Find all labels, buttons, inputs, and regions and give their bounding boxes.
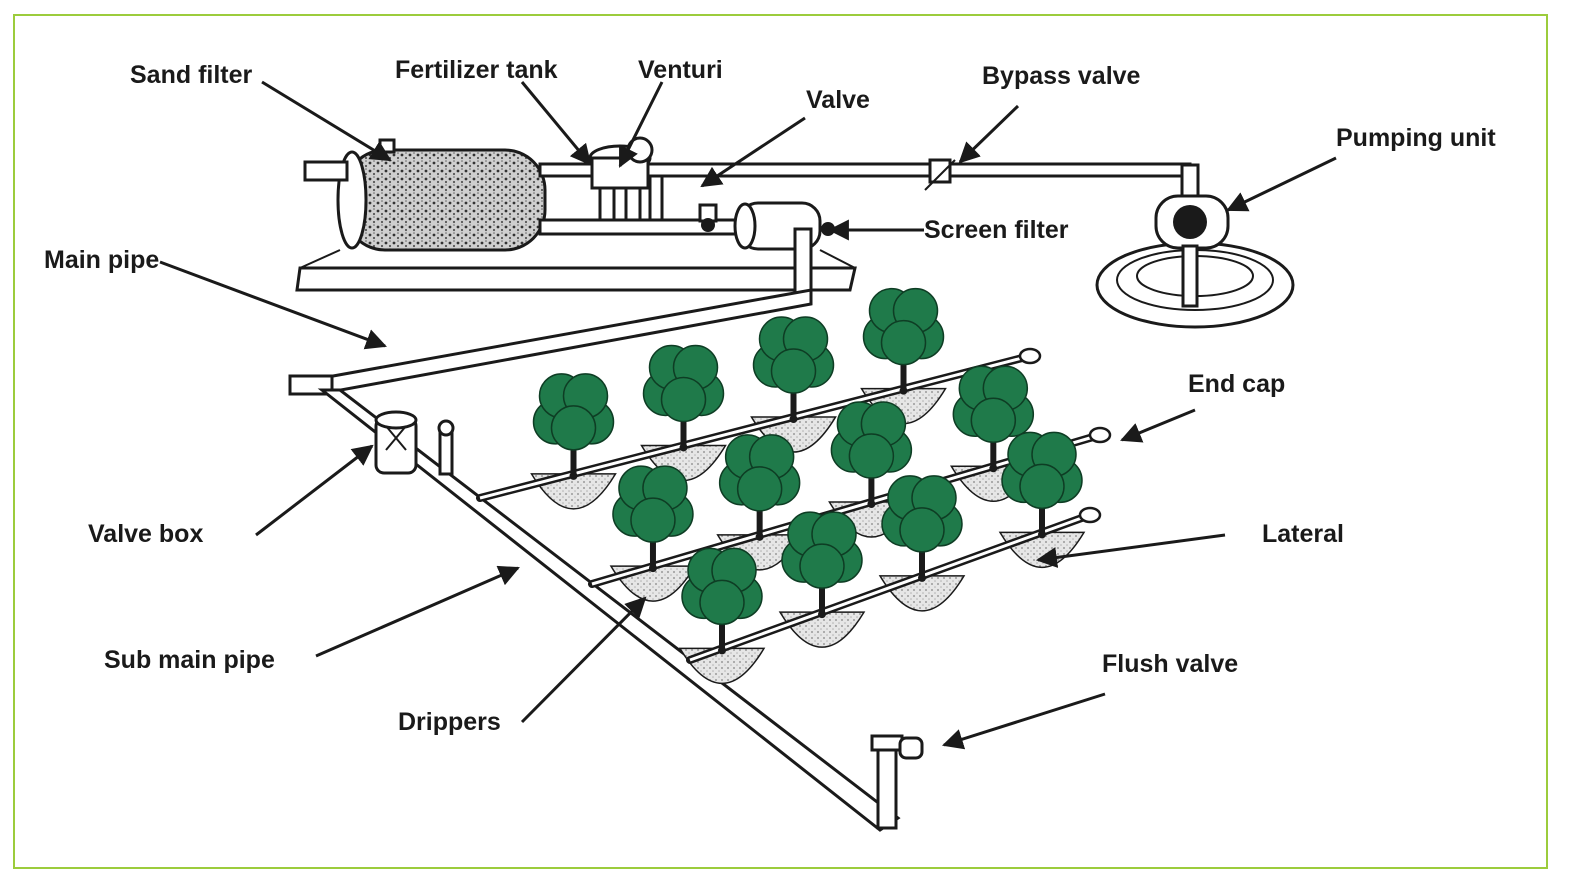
tree-trunk [919, 535, 925, 576]
field [476, 287, 1112, 685]
leader-lines [159, 80, 1337, 750]
dripper [679, 443, 688, 452]
tree-canopy [550, 405, 597, 451]
tree-canopy [699, 579, 745, 626]
dripper [789, 415, 798, 424]
tree-canopy [736, 466, 783, 512]
head-unit-platform [295, 266, 857, 292]
tree-canopy [899, 507, 945, 553]
tree-trunk [719, 608, 725, 649]
tree-canopy [970, 397, 1017, 444]
dripper [867, 500, 876, 509]
tree [1001, 431, 1083, 539]
sand-filter-tank [303, 138, 547, 252]
label-fertilizer-tank: Fertilizer tank [395, 56, 558, 84]
arrow-sand-filter [261, 80, 392, 162]
label-sub-main-pipe: Sub main pipe [104, 646, 275, 674]
tree-trunk [649, 526, 656, 567]
pumping-unit [1095, 163, 1295, 329]
tree-trunk [680, 405, 687, 446]
tree-trunk [756, 494, 763, 535]
tree-canopy [660, 376, 707, 423]
label-bypass-valve: Bypass valve [982, 62, 1141, 90]
end-cap [1088, 426, 1112, 444]
tree-trunk [1039, 492, 1045, 533]
arrow-bypass-valve [958, 104, 1020, 164]
tree [718, 434, 801, 541]
arrow-lateral [1035, 533, 1226, 568]
end-cap [1018, 347, 1042, 365]
arrow-end-cap [1120, 408, 1196, 443]
valve-box [374, 410, 455, 476]
tree [830, 401, 913, 509]
arrow-main-pipe [159, 260, 387, 350]
lateral-1 [476, 287, 1042, 510]
label-valve: Valve [806, 86, 870, 114]
lateral-pipe-highlight [689, 513, 1091, 662]
arrow-pumping-unit [1226, 156, 1337, 212]
tree-trunk [570, 433, 577, 474]
arrow-valve-box [255, 444, 374, 537]
tree [881, 475, 963, 582]
main-pipe [288, 227, 813, 396]
label-drippers: Drippers [398, 708, 501, 736]
tree-canopy [630, 497, 676, 543]
dripper [569, 471, 578, 480]
tree [752, 316, 835, 424]
dripper [718, 646, 726, 655]
label-sand-filter: Sand filter [130, 61, 253, 89]
label-flush-valve: Flush valve [1102, 650, 1238, 678]
tree-trunk [990, 426, 997, 467]
tree-canopy [770, 348, 817, 394]
sub-main-pipe [317, 388, 924, 832]
arrow-fertilizer-tank [520, 81, 592, 166]
tree [642, 344, 725, 452]
dripper [818, 610, 826, 619]
tree-canopy [1019, 463, 1065, 510]
tree-canopy [799, 543, 845, 589]
arrow-drippers [520, 596, 647, 724]
label-valve-box: Valve box [88, 520, 203, 548]
dripper [755, 532, 764, 541]
bypass-valve [924, 158, 956, 191]
tree [681, 547, 763, 655]
label-main-pipe: Main pipe [44, 246, 159, 274]
lower-pipe [538, 218, 752, 236]
screen-filter [733, 201, 835, 251]
label-lateral: Lateral [1262, 520, 1344, 548]
dripper [989, 464, 998, 473]
tree [532, 373, 615, 480]
head-unit [295, 136, 1192, 292]
tree-trunk [868, 462, 875, 503]
tree [612, 465, 694, 573]
label-venturi: Venturi [638, 56, 723, 84]
tree-trunk [819, 572, 825, 613]
label-pumping-unit: Pumping unit [1336, 124, 1496, 152]
dripper [1038, 530, 1046, 539]
tree-trunk [790, 377, 797, 418]
tree [862, 287, 945, 395]
arrow-sub-main-pipe [315, 565, 520, 658]
tree [952, 365, 1035, 473]
tree-trunk [900, 348, 907, 389]
arrow-valve [700, 116, 806, 188]
label-end-cap: End cap [1188, 370, 1285, 398]
lateral-3 [678, 431, 1102, 685]
dripper [648, 564, 657, 573]
flush-valve [898, 736, 924, 760]
arrow-flush-valve [941, 692, 1106, 750]
label-screen-filter: Screen filter [924, 216, 1069, 244]
tree-canopy [848, 433, 895, 479]
labels: Sand filter Fertilizer tank Venturi Bypa… [44, 56, 1496, 736]
end-cap [1078, 506, 1102, 524]
dripper [899, 386, 908, 395]
arrow-venturi [618, 81, 664, 168]
inline-valve [698, 203, 718, 232]
tree-canopy [880, 319, 927, 366]
tree [781, 511, 863, 619]
dripper [918, 573, 926, 582]
